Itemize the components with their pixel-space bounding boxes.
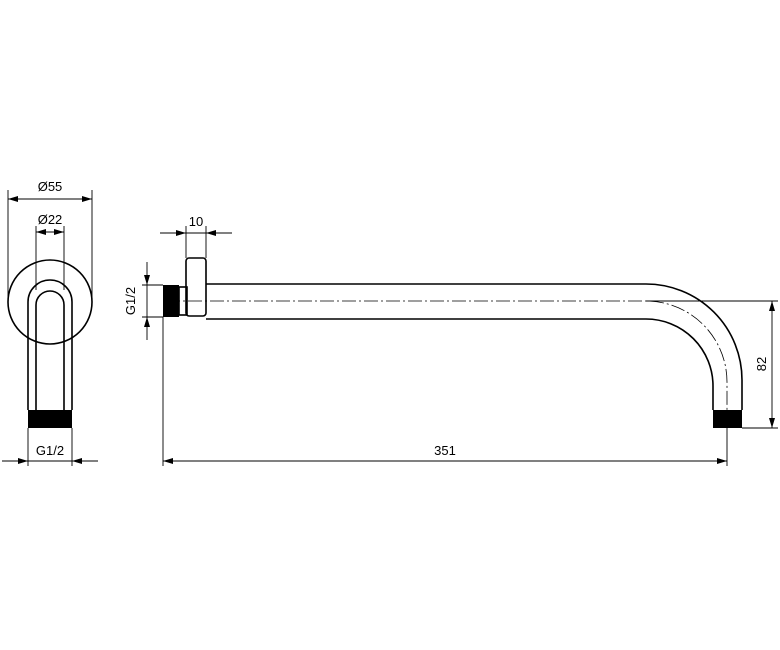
- thread-block: [28, 410, 72, 428]
- drop-label: 82: [754, 357, 769, 371]
- outer-diameter-label: Ø55: [38, 179, 63, 194]
- flange: [185, 257, 207, 317]
- thread-side-label: G1/2: [36, 443, 64, 458]
- pipe-center-line: [166, 300, 728, 410]
- flange-thickness-label: 10: [189, 214, 203, 229]
- arm-inner-outline: [35, 290, 65, 410]
- inner-diameter-label: Ø22: [38, 212, 63, 227]
- side-view: Ø55 Ø22 G1/2: [2, 179, 98, 466]
- length-label: 351: [434, 443, 456, 458]
- front-view: 10 G1/2 351 82: [123, 214, 778, 466]
- outlet-thread: [713, 410, 742, 428]
- pipe-lower-edge: [206, 318, 714, 410]
- flange-outline: [7, 259, 93, 345]
- pipe-upper-edge: [206, 283, 743, 410]
- inlet-thread-label: G1/2: [123, 287, 138, 315]
- arm-outline: [27, 279, 73, 410]
